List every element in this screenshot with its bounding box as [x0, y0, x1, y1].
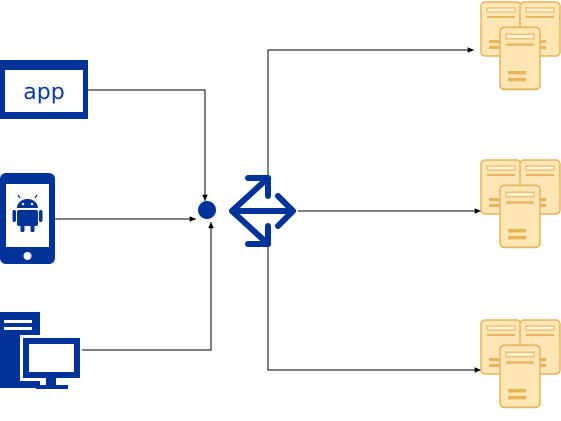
app-to-junction-line	[88, 89, 208, 201]
android-phone-icon	[0, 173, 55, 264]
app-label: app	[23, 80, 64, 105]
junction-dot-icon	[198, 201, 216, 219]
server-stack-icon	[480, 1, 561, 91]
android-robot-icon	[12, 194, 43, 232]
desktop-computer-icon	[0, 312, 82, 389]
load-balancer-icon	[229, 175, 296, 247]
desktop-to-junction-line	[80, 222, 214, 351]
server-stack-icon	[480, 319, 561, 409]
connectors	[55, 47, 481, 373]
lb-to-server-3-line	[267, 240, 481, 373]
lb-to-server-1-line	[267, 47, 474, 180]
server-stack-icon	[480, 159, 561, 249]
app-window-icon: app	[0, 60, 88, 119]
